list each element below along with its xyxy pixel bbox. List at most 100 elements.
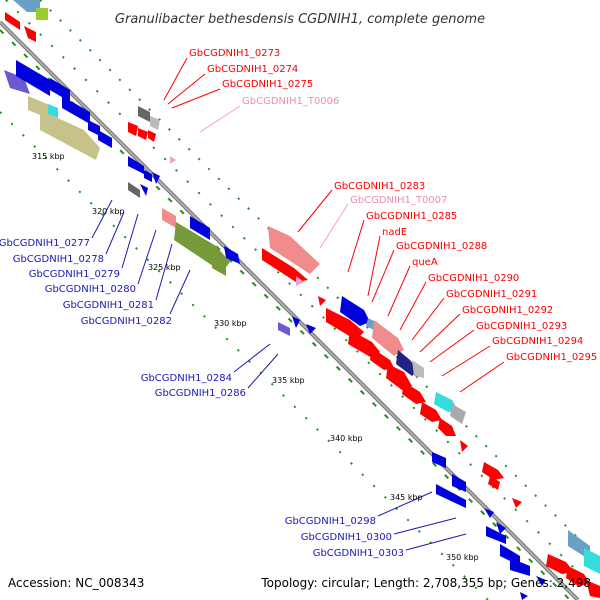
- gene-arrow: [460, 440, 468, 452]
- gene-label[interactable]: GbCGDNIH1_T0007: [350, 195, 447, 206]
- gene-block: [36, 8, 48, 20]
- gene-block: [212, 256, 226, 276]
- gene-arrow: [512, 498, 522, 508]
- leader-line: [163, 57, 188, 101]
- gene-arrow: [296, 276, 304, 286]
- gene-arrow: [5, 12, 20, 30]
- gene-arrow: [510, 558, 530, 576]
- gene-block: [128, 182, 140, 198]
- gene-label[interactable]: GbCGDNIH1_0280: [45, 284, 136, 295]
- leader-line: [441, 345, 491, 377]
- gene-arrow: [306, 324, 316, 334]
- gene-arrow: [496, 522, 506, 534]
- gene-arrow: [138, 128, 148, 140]
- gene-arrow: [536, 576, 546, 586]
- accession-text: Accession: NC_008343: [8, 576, 144, 590]
- gene-label[interactable]: GbCGDNIH1_0292: [462, 305, 553, 316]
- genome-summary-text: Topology: circular; Length: 2,708,355 bp…: [260, 576, 591, 590]
- ruler-tick-labels: 315 kbp 320 kbp 325 kbp 330 kbp 335 kbp …: [32, 152, 479, 562]
- reverse-strand-genes: [4, 60, 546, 600]
- gene-label[interactable]: GbCGDNIH1_0295: [506, 352, 597, 363]
- gene-label[interactable]: queA: [412, 257, 438, 268]
- gene-label[interactable]: GbCGDNIH1_0282: [81, 316, 172, 327]
- gene-block: [372, 320, 404, 356]
- gene-block: [584, 548, 600, 574]
- gene-arrow: [340, 296, 370, 326]
- gene-label[interactable]: GbCGDNIH1_0284: [141, 373, 232, 384]
- gene-label[interactable]: GbCGDNIH1_0278: [13, 254, 104, 265]
- gene-label[interactable]: GbCGDNIH1_0288: [396, 241, 487, 252]
- gene-label[interactable]: GbCGDNIH1_0283: [334, 181, 425, 192]
- gene-arrow: [486, 526, 506, 544]
- gene-block: [138, 106, 150, 122]
- gene-block: [268, 226, 320, 274]
- leader-line: [367, 235, 381, 297]
- gene-arrow: [482, 462, 504, 480]
- gene-arrow: [488, 476, 500, 490]
- leader-line: [137, 229, 157, 285]
- leader-line: [405, 533, 467, 551]
- gene-arrow: [520, 592, 528, 600]
- tick-label: 335 kbp: [272, 376, 305, 385]
- leader-line: [233, 343, 271, 373]
- gene-label[interactable]: GbCGDNIH1_0286: [155, 388, 246, 399]
- gene-label[interactable]: GbCGDNIH1_0275: [222, 79, 313, 90]
- label-leader-lines: [91, 57, 505, 551]
- gene-label[interactable]: GbCGDNIH1_0300: [301, 532, 392, 543]
- gene-arrow: [24, 26, 36, 42]
- gene-label[interactable]: GbCGDNIH1_0277: [0, 238, 90, 249]
- leader-line: [319, 203, 349, 249]
- gene-arrow: [436, 484, 466, 508]
- gene-label[interactable]: GbCGDNIH1_T0006: [242, 96, 339, 107]
- gene-arrow: [566, 566, 590, 586]
- tick-label: 330 kbp: [214, 319, 247, 328]
- gene-arrow: [50, 78, 70, 102]
- gene-label[interactable]: GbCGDNIH1_0294: [492, 336, 583, 347]
- gene-block: [13, 0, 40, 12]
- leader-line: [121, 213, 139, 269]
- gene-label[interactable]: GbCGDNIH1_0274: [207, 64, 298, 75]
- genome-backbone-highlight: [0, 21, 579, 600]
- leader-line: [247, 353, 279, 389]
- gene-label[interactable]: GbCGDNIH1_0291: [446, 289, 537, 300]
- tick-label: 320 kbp: [92, 207, 125, 216]
- gene-block: [48, 104, 58, 118]
- leader-line: [169, 269, 191, 315]
- gene-block: [412, 360, 424, 378]
- gene-label[interactable]: GbCGDNIH1_0285: [366, 211, 457, 222]
- gene-arrow: [326, 308, 364, 340]
- leader-line: [199, 105, 241, 133]
- leader-line: [347, 219, 365, 273]
- tick-label: 345 kbp: [390, 493, 423, 502]
- gene-arrow: [262, 248, 308, 282]
- gene-label[interactable]: GbCGDNIH1_0298: [285, 516, 376, 527]
- leader-line: [91, 199, 113, 239]
- gene-label[interactable]: GbCGDNIH1_0279: [29, 269, 120, 280]
- map-title: Granulibacter bethesdensis CGDNIH1, comp…: [115, 12, 485, 27]
- gene-label[interactable]: GbCGDNIH1_0281: [63, 300, 154, 311]
- gene-label[interactable]: GbCGDNIH1_0293: [476, 321, 567, 332]
- gene-arrow: [546, 554, 574, 574]
- gene-block: [396, 350, 418, 376]
- leader-line: [399, 281, 427, 331]
- gene-block: [40, 110, 100, 160]
- gene-label[interactable]: GbCGDNIH1_0303: [313, 548, 404, 559]
- gene-arrow: [128, 156, 144, 174]
- gene-label[interactable]: nadE: [382, 227, 407, 238]
- tick-label: 350 kbp: [446, 553, 479, 562]
- leader-line: [155, 243, 173, 301]
- leader-line: [393, 517, 457, 535]
- gene-arrow: [140, 184, 148, 196]
- gene-label[interactable]: GbCGDNIH1_0290: [428, 273, 519, 284]
- gene-arrow: [16, 60, 50, 96]
- gene-block: [162, 208, 176, 228]
- leader-line: [371, 249, 395, 303]
- gene-block: [150, 116, 160, 130]
- lower-gene-labels: GbCGDNIH1_0277 GbCGDNIH1_0278 GbCGDNIH1_…: [0, 238, 404, 559]
- gene-arrow: [586, 580, 600, 598]
- gene-arrow: [318, 296, 326, 306]
- gene-label[interactable]: GbCGDNIH1_0273: [189, 48, 280, 59]
- leader-line: [387, 265, 411, 317]
